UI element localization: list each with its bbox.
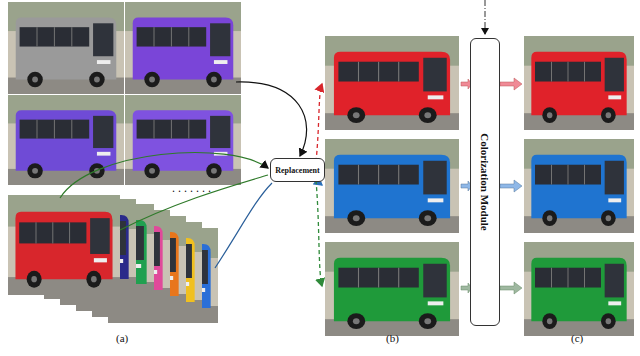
node-text: Colorization Module: [479, 133, 491, 230]
module-bar: Colorization Module: [470, 38, 500, 326]
panel-label: (c): [571, 332, 583, 344]
svg-text:. . . . . . .: . . . . . . .: [172, 181, 211, 195]
panel-label: (b): [386, 332, 399, 344]
node-text: Replacement: [275, 166, 319, 175]
process-box: Replacement: [270, 158, 325, 182]
panel-label: (a): [116, 332, 128, 344]
